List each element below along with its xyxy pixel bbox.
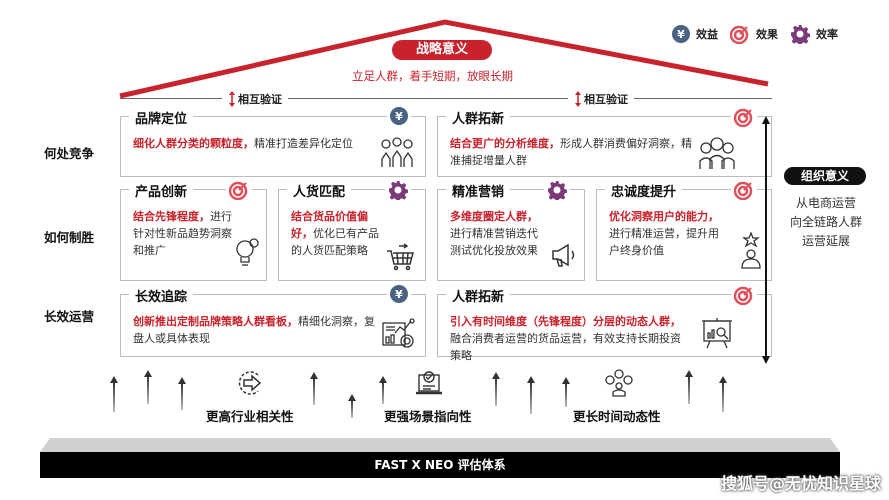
yen-coin-icon: ¥ xyxy=(390,107,408,125)
dashboard-chart-icon xyxy=(382,318,415,348)
megaphone-icon xyxy=(552,243,575,267)
shopping-cart-icon xyxy=(387,243,414,271)
org-meaning-pill: 组织意义 xyxy=(784,167,866,185)
up-arrow xyxy=(562,377,570,407)
up-arrow xyxy=(685,370,693,404)
roof-outline xyxy=(119,19,769,99)
legend-label: 效果 xyxy=(756,28,778,41)
yen-coin-icon: ¥ xyxy=(390,285,408,303)
up-arrow xyxy=(110,376,118,412)
up-arrow xyxy=(379,376,387,404)
card-product-innovation: 产品创新 结合先锋程度，进行针对性新品趋势洞察和推广 xyxy=(120,180,267,281)
up-arrow xyxy=(144,370,152,404)
svg-text:¥: ¥ xyxy=(395,288,403,301)
target-icon xyxy=(730,25,749,44)
org-meaning-text: 从电商运营 向全链路人群 运营延展 xyxy=(789,196,862,248)
strategic-meaning-pill: 战略意义 xyxy=(392,40,492,60)
target-icon xyxy=(733,286,753,306)
gear-icon xyxy=(389,181,409,202)
lightbulb-gear-icon xyxy=(236,238,259,266)
verify-divider xyxy=(120,98,772,99)
card-crowd-expansion-1: 人群拓新 结合更广的分析维度，形成人群消费偏好洞察，精准捕捉增量人群 xyxy=(437,107,772,177)
pillar-industry-relevance: 更高行业相关性 xyxy=(206,409,294,424)
svg-text:¥: ¥ xyxy=(395,110,403,123)
card-crowd-expansion-2: 人群拓新 引入有时间维度（先锋程度）分层的动态人群，融合消费者运营的货品运营，有… xyxy=(437,285,772,362)
up-arrow xyxy=(492,372,500,406)
presentation-analysis-icon xyxy=(702,318,732,349)
row-label-how-win: 如何制胜 xyxy=(44,230,95,245)
pillar-time-dynamics: 更长时间动态性 xyxy=(573,409,661,424)
up-arrow xyxy=(310,372,318,405)
card-loyalty-boost: 忠诚度提升 优化洞察用户的能力，进行精准运营，提升用户终身价值 xyxy=(596,180,772,281)
gear-icon xyxy=(548,181,568,202)
row-label-long-term: 长效运营 xyxy=(44,309,95,324)
refresh-arrow-icon xyxy=(238,371,262,395)
target-icon xyxy=(733,108,753,128)
double-arrow-icon xyxy=(575,91,581,107)
yen-coin-icon: ¥ xyxy=(672,25,690,43)
target-icon xyxy=(733,181,753,201)
legend-item-benefit: ¥ 效益 xyxy=(672,25,718,43)
star-user-icon xyxy=(741,232,761,269)
pillar-scene-orientation: 更强场景指向性 xyxy=(384,409,472,424)
card-long-term-tracking: 长效追踪 ¥ 创新推出定制品牌策略人群看板，精细化洞察，复盘人或具体表现 xyxy=(120,285,426,357)
up-arrow xyxy=(178,377,186,410)
laptop-check-icon xyxy=(416,371,442,395)
user-options-icon xyxy=(605,369,633,397)
mutual-verify-right: 相互验证 xyxy=(568,91,634,107)
legend-item-effect: 效果 xyxy=(730,24,778,44)
up-arrow xyxy=(527,376,535,414)
vertical-double-arrow xyxy=(762,116,770,364)
target-icon xyxy=(228,181,248,201)
up-arrow xyxy=(719,376,727,412)
people-vote-icon xyxy=(381,137,413,167)
card-goods-match: 人货匹配 结合货品价值偏好，优化已有产品的人货匹配策略 xyxy=(278,180,426,281)
gear-icon xyxy=(791,25,810,44)
double-arrow-icon xyxy=(229,91,235,107)
card-brand-positioning: 品牌定位 ¥ 细化人群分类的颗粒度，精准打造差异化定位 xyxy=(120,107,426,177)
row-label-where-compete: 何处竞争 xyxy=(44,146,95,161)
mutual-verify-left: 相互验证 xyxy=(222,91,288,107)
svg-text:¥: ¥ xyxy=(677,28,685,41)
legend-label: 效益 xyxy=(696,28,718,41)
evaluation-system-base: FAST X NEO 评估体系 xyxy=(40,452,840,478)
up-arrow xyxy=(348,394,356,418)
legend-item-efficiency: 效率 xyxy=(790,24,838,44)
watermark: 搜狐号@无忧知识星球 xyxy=(720,474,881,493)
card-precision-marketing: 精准营销 多维度圈定人群，进行精准营销迭代测试优化投放效果 xyxy=(437,180,585,281)
legend-label: 效率 xyxy=(816,28,838,41)
legend: ¥ 效益 效果 效率 xyxy=(672,24,844,44)
strategic-subtitle: 立足人群，着手短期，放眼长期 xyxy=(352,69,513,83)
base-platform-top xyxy=(40,438,840,452)
crowd-group-icon xyxy=(699,137,735,169)
